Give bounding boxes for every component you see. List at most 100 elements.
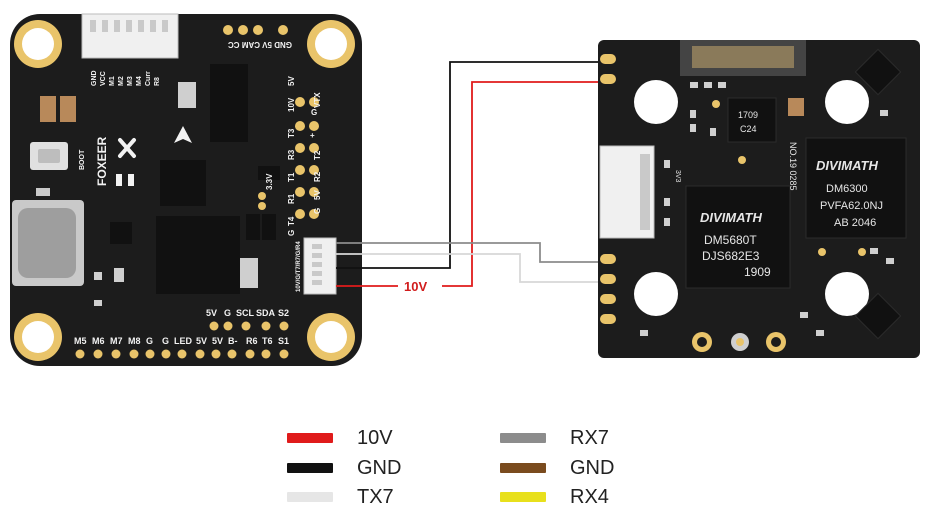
- legend-item-gnd: GND: [287, 456, 401, 480]
- legend-item-tx7: TX7: [287, 485, 394, 509]
- wires: [336, 61, 606, 292]
- ufl-connector-icon: [731, 333, 749, 351]
- mount-hole-icon: [634, 272, 678, 316]
- flash-chip: [210, 64, 248, 142]
- pad-label: S2: [278, 308, 289, 318]
- solder-pad-icon: [245, 349, 255, 359]
- solder-pad-icon: [111, 349, 121, 359]
- voltage-label: 3.3V: [265, 173, 274, 190]
- pad-label: T4: [287, 216, 296, 226]
- legend-item-rx7: RX7: [500, 426, 609, 450]
- pad-label: R6: [246, 336, 258, 346]
- pad-label: B-: [228, 336, 238, 346]
- mount-hole-icon: [14, 313, 62, 361]
- conn-label: M3: [127, 76, 134, 86]
- solder-pad-icon: [195, 349, 205, 359]
- conn-label: M1: [109, 76, 116, 86]
- chip-text: 1909: [744, 265, 771, 279]
- chip-text: C24: [740, 124, 757, 134]
- solder-pad-icon: [211, 349, 221, 359]
- conn-label: M2: [118, 76, 125, 86]
- solder-pad-icon: [279, 349, 289, 359]
- small-chip: [727, 97, 777, 143]
- wire-gnd: [336, 61, 606, 269]
- pad-label: LED: [174, 336, 193, 346]
- bottom-pad-row: [75, 349, 289, 359]
- mount-hole-icon: [14, 20, 62, 68]
- legend-label: GND: [357, 456, 402, 479]
- pad-label: T6: [262, 336, 273, 346]
- wire-label-bg: [398, 280, 442, 292]
- pad-label: G: [224, 308, 231, 318]
- pad-label: 10V: [287, 97, 296, 112]
- pad-label: T1: [287, 172, 296, 182]
- solder-pad-icon: [261, 349, 271, 359]
- chip-text: AB 2046: [834, 217, 876, 229]
- pad-label: T3: [287, 128, 296, 138]
- conn-label: Curr: [145, 71, 152, 86]
- pad-label: M6: [92, 336, 105, 346]
- pad-label: T2: [313, 150, 322, 160]
- pad-label: VTX: [313, 92, 322, 108]
- pad-label: G: [146, 336, 153, 346]
- antenna-pad-icon: [766, 332, 786, 352]
- pad-label: 5V: [313, 190, 322, 200]
- wire-rx7: [336, 242, 606, 263]
- conn-label: M4: [136, 76, 143, 86]
- pad-label: M8: [128, 336, 141, 346]
- legend-swatch: [500, 433, 546, 443]
- chip-text: DJS682E3: [702, 249, 760, 263]
- vtx-board: DIVIMATH DM5680T DJS682E3 1909 DIVIMATH …: [598, 40, 920, 358]
- pad-label: R3: [287, 149, 296, 160]
- pad-label: 5V: [196, 336, 207, 346]
- serial-label: NO.19 0285: [788, 142, 798, 191]
- pad-label: G: [287, 230, 296, 236]
- rf-chip: [805, 137, 907, 239]
- legend-label: 10V: [357, 426, 393, 449]
- mount-hole-icon: [825, 80, 869, 124]
- chip-brand: DIVIMATH: [816, 158, 878, 173]
- pad-label: 5V: [206, 308, 217, 318]
- pad-label: G: [311, 108, 317, 117]
- legend-item-10v: 10V: [287, 426, 393, 450]
- wire-tx7: [336, 253, 606, 283]
- solder-pad-icon: [227, 349, 237, 359]
- pad-label: G: [313, 208, 322, 214]
- mount-hole-icon: [307, 20, 355, 68]
- solder-pad-icon: [75, 349, 85, 359]
- legend-swatch: [287, 463, 333, 473]
- chip-text: PVFA62.0NJ: [820, 200, 883, 212]
- antenna-pad-icon: [692, 332, 712, 352]
- conn-label: GND: [91, 70, 98, 86]
- wire-label: 10V: [404, 279, 427, 294]
- conn-label: VCC: [100, 71, 107, 86]
- mount-hole-icon: [825, 272, 869, 316]
- mount-hole-icon: [634, 80, 678, 124]
- legend-item-gnd-brown: GND: [500, 456, 614, 480]
- solder-pad-icon: [161, 349, 171, 359]
- legend-swatch: [500, 463, 546, 473]
- legend-label: GND: [570, 456, 615, 479]
- boot-label: BOOT: [79, 149, 86, 170]
- mount-hole-icon: [307, 313, 355, 361]
- chip-text: DM5680T: [704, 233, 757, 247]
- legend-swatch: [287, 433, 333, 443]
- arrow-logo-icon: [174, 126, 192, 143]
- chip-text: DM6300: [826, 183, 868, 195]
- solder-pad-icon: [129, 349, 139, 359]
- pad-label: G: [162, 336, 169, 346]
- pad-label: M7: [110, 336, 123, 346]
- pad-label: 5V: [287, 76, 296, 86]
- conn-label: R8: [154, 77, 161, 86]
- wire-10v: [336, 81, 606, 287]
- foxeer-logo-icon: [118, 138, 136, 158]
- legend-swatch: [500, 492, 546, 502]
- pad-label: SCL: [236, 308, 255, 318]
- legend-label: TX7: [357, 485, 394, 508]
- pad-label: S1: [278, 336, 289, 346]
- solder-pad-icon: [177, 349, 187, 359]
- pad-label: 5V: [212, 336, 223, 346]
- pad-label: R1: [287, 193, 296, 204]
- solder-pad-icon: [93, 349, 103, 359]
